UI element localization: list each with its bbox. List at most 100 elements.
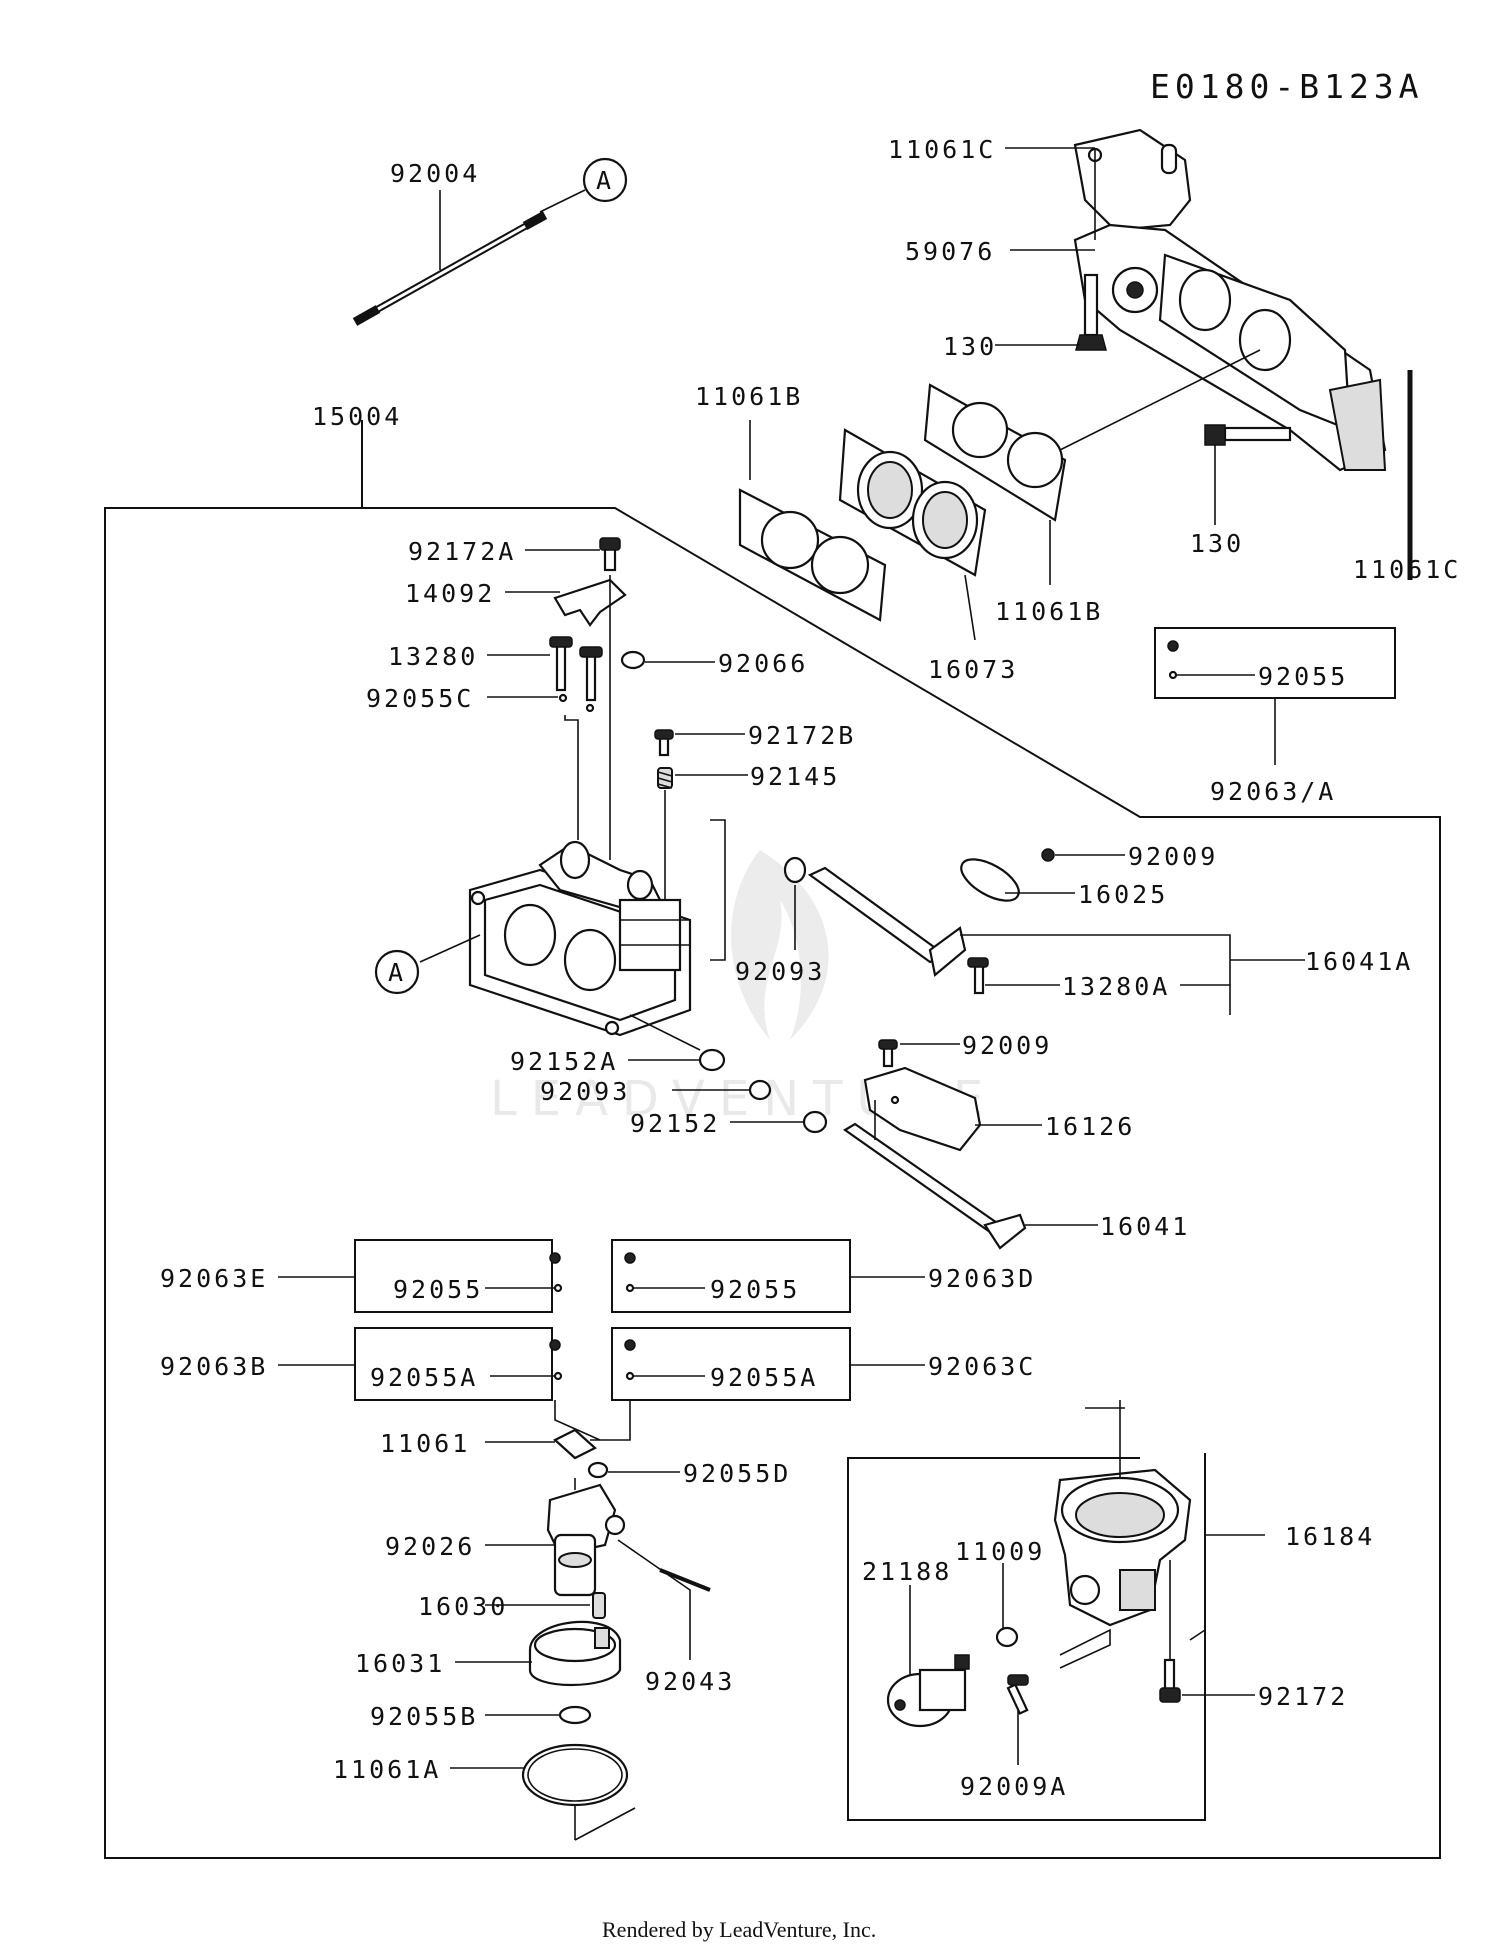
label-92063a[interactable]: 92063/A: [1210, 777, 1336, 806]
part-11061c-top-gasket[interactable]: [1073, 128, 1192, 232]
label-92055-box-top[interactable]: 92055: [1258, 662, 1348, 691]
label-16073[interactable]: 16073: [928, 655, 1018, 684]
part-11009-washer[interactable]: [995, 1626, 1019, 1648]
part-92055c-oring-b[interactable]: [585, 703, 595, 713]
label-92004[interactable]: 92004: [390, 159, 480, 188]
guide-13280: [564, 715, 579, 840]
label-92172b[interactable]: 92172B: [748, 721, 856, 750]
part-92093-seal-a[interactable]: [783, 856, 807, 884]
label-16041a[interactable]: 16041A: [1305, 947, 1413, 976]
part-16041-choke-shaft[interactable]: [842, 1122, 1027, 1250]
label-92093-a[interactable]: 92093: [735, 957, 825, 986]
label-16031[interactable]: 16031: [355, 1649, 445, 1678]
part-92093-seal-b[interactable]: [748, 1079, 772, 1101]
label-130-a[interactable]: 130: [943, 332, 997, 361]
part-92009-screw-a[interactable]: [1041, 848, 1055, 862]
label-11061b-left[interactable]: 11061B: [695, 382, 803, 411]
part-92055c-oring[interactable]: [558, 693, 568, 703]
label-11061c-right[interactable]: 11061C: [1353, 555, 1461, 584]
part-59076-manifold[interactable]: [1073, 223, 1387, 472]
label-13280a[interactable]: 13280A: [1062, 972, 1170, 1001]
label-16030[interactable]: 16030: [418, 1592, 508, 1621]
part-92026-float-valve-body[interactable]: [546, 1483, 626, 1597]
kit-box-92063c-dot: [625, 1371, 635, 1381]
kit-box-92063e: [354, 1239, 553, 1313]
label-92009-b[interactable]: 92009: [962, 1031, 1052, 1060]
label-11061[interactable]: 11061: [380, 1429, 470, 1458]
part-16041a-throttle-shaft[interactable]: [807, 866, 967, 978]
part-92009a-screw[interactable]: [1006, 1674, 1029, 1715]
part-92172a-screw[interactable]: [599, 537, 621, 572]
label-92063b[interactable]: 92063B: [160, 1352, 268, 1381]
part-11061-gasket[interactable]: [553, 1428, 597, 1460]
label-59076[interactable]: 59076: [905, 237, 995, 266]
label-16184[interactable]: 16184: [1285, 1522, 1375, 1551]
label-92063e[interactable]: 92063E: [160, 1264, 268, 1293]
label-92055-box-e[interactable]: 92055: [393, 1275, 483, 1304]
label-92055b[interactable]: 92055B: [370, 1702, 478, 1731]
label-92055a-box-b[interactable]: 92055A: [370, 1363, 478, 1392]
label-92093-b[interactable]: 92093: [540, 1077, 630, 1106]
part-13280a-screw[interactable]: [967, 957, 989, 995]
part-16073-spacer[interactable]: [838, 428, 987, 577]
label-11009[interactable]: 11009: [955, 1537, 1045, 1566]
label-92055d[interactable]: 92055D: [683, 1459, 791, 1488]
label-92063d[interactable]: 92063D: [928, 1264, 1036, 1293]
label-92066[interactable]: 92066: [718, 649, 808, 678]
label-92145[interactable]: 92145: [750, 762, 840, 791]
label-92043[interactable]: 92043: [645, 1667, 735, 1696]
callout-a-top[interactable]: A: [582, 157, 628, 203]
part-carburetor-body[interactable]: [468, 840, 692, 1037]
label-13280[interactable]: 13280: [388, 642, 478, 671]
part-92172b-screw[interactable]: [654, 729, 674, 757]
part-16184-float-bowl[interactable]: [1053, 1468, 1192, 1627]
label-92152[interactable]: 92152: [630, 1109, 720, 1138]
label-16041[interactable]: 16041: [1100, 1212, 1190, 1241]
kit-box-92063d: [611, 1239, 851, 1313]
label-16025[interactable]: 16025: [1078, 880, 1168, 909]
part-21188-solenoid[interactable]: [886, 1654, 970, 1728]
part-92004-stud[interactable]: [352, 211, 548, 326]
label-15004[interactable]: 15004: [312, 402, 402, 431]
label-92026[interactable]: 92026: [385, 1532, 475, 1561]
label-92055-box-d[interactable]: 92055: [710, 1275, 800, 1304]
part-16031-float[interactable]: [528, 1620, 622, 1687]
part-16030-needle[interactable]: [592, 1592, 606, 1619]
part-92066-seal[interactable]: [620, 650, 646, 670]
label-92063c[interactable]: 92063C: [928, 1352, 1036, 1381]
footer-credit: Rendered by LeadVenture, Inc.: [602, 1917, 876, 1942]
kit-box-92063b-dot: [553, 1371, 563, 1381]
label-92152a[interactable]: 92152A: [510, 1047, 618, 1076]
leader-92043: [617, 1539, 691, 1660]
label-11061c-top[interactable]: 11061C: [888, 135, 996, 164]
label-92009a[interactable]: 92009A: [960, 1772, 1068, 1801]
part-11061b-right-gasket[interactable]: [923, 383, 1067, 522]
part-11061a-bowl-gasket[interactable]: [521, 1743, 629, 1807]
label-92172[interactable]: 92172: [1258, 1682, 1348, 1711]
part-92152a-bushing[interactable]: [698, 1048, 726, 1072]
label-21188[interactable]: 21188: [862, 1557, 952, 1586]
label-16126[interactable]: 16126: [1045, 1112, 1135, 1141]
part-92043-pin[interactable]: [659, 1568, 711, 1592]
part-92009-screw-b[interactable]: [878, 1039, 898, 1068]
part-92145-spring[interactable]: [657, 767, 673, 789]
part-13280-screws[interactable]: [549, 636, 603, 702]
label-11061b-right[interactable]: 11061B: [995, 597, 1103, 626]
callout-a-body[interactable]: A: [374, 949, 420, 995]
label-92009-a[interactable]: 92009: [1128, 842, 1218, 871]
label-14092[interactable]: 14092: [405, 579, 495, 608]
label-92055c[interactable]: 92055C: [366, 684, 474, 713]
label-130-b[interactable]: 130: [1190, 529, 1244, 558]
part-92172-screw[interactable]: [1159, 1658, 1181, 1703]
label-11061a[interactable]: 11061A: [333, 1755, 441, 1784]
label-92172a[interactable]: 92172A: [408, 537, 516, 566]
part-16025-throttle-valve[interactable]: [955, 851, 1025, 909]
part-14092-plate[interactable]: [553, 578, 627, 627]
part-130-bolt-b[interactable]: [1204, 424, 1292, 446]
part-11061b-left-gasket[interactable]: [738, 488, 887, 622]
label-92055a-box-c[interactable]: 92055A: [710, 1363, 818, 1392]
part-92152-bushing[interactable]: [802, 1110, 828, 1134]
leader-16184-bracket: [1189, 1535, 1206, 1641]
part-92055b-oring[interactable]: [558, 1705, 592, 1725]
part-92055d-oring[interactable]: [587, 1461, 609, 1479]
